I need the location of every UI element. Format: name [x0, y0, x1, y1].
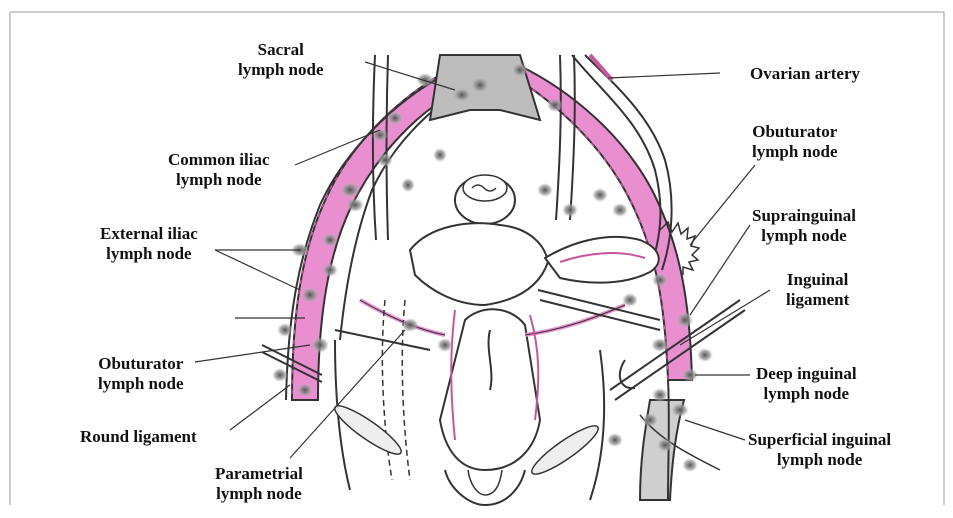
label-line: Inguinal — [786, 270, 849, 290]
label-line: Common iliac — [168, 150, 270, 170]
label-line: Sacral — [238, 40, 324, 60]
label-inguinal-ligament: Inguinal ligament — [786, 270, 849, 310]
label-ovarian-artery: Ovarian artery — [750, 64, 860, 84]
label-suprainguinal-lymph-node: Suprainguinal lymph node — [752, 206, 856, 246]
label-deep-inguinal-lymph-node: Deep inguinal lymph node — [756, 364, 857, 404]
label-line: Superficial inguinal — [748, 430, 891, 450]
label-superficial-inguinal-lymph-node: Superficial inguinal lymph node — [748, 430, 891, 470]
label-line: Obuturator — [752, 122, 838, 142]
label-external-iliac-lymph-node: External iliac lymph node — [100, 224, 198, 264]
label-common-iliac-lymph-node: Common iliac lymph node — [168, 150, 270, 190]
label-line: Obuturator — [98, 354, 184, 374]
uterus — [410, 223, 548, 305]
label-line: Suprainguinal — [752, 206, 856, 226]
label-line: lymph node — [168, 170, 270, 190]
label-sacral-lymph-node: Sacral lymph node — [238, 40, 324, 80]
label-line: lymph node — [215, 484, 303, 504]
label-line: External iliac — [100, 224, 198, 244]
label-line: lymph node — [238, 60, 324, 80]
label-line: lymph node — [748, 450, 891, 470]
label-line: lymph node — [752, 142, 838, 162]
label-obuturator-lymph-node-left: Obuturator lymph node — [98, 354, 184, 394]
label-line: Deep inguinal — [756, 364, 857, 384]
label-obuturator-lymph-node-right: Obuturator lymph node — [752, 122, 838, 162]
label-line: Parametrial — [215, 464, 303, 484]
label-parametrial-lymph-node: Parametrial lymph node — [215, 464, 303, 504]
label-line: lymph node — [752, 226, 856, 246]
label-line: lymph node — [756, 384, 857, 404]
label-line: ligament — [786, 290, 849, 310]
label-line: lymph node — [98, 374, 184, 394]
label-round-ligament: Round ligament — [80, 427, 197, 447]
label-line: lymph node — [100, 244, 198, 264]
